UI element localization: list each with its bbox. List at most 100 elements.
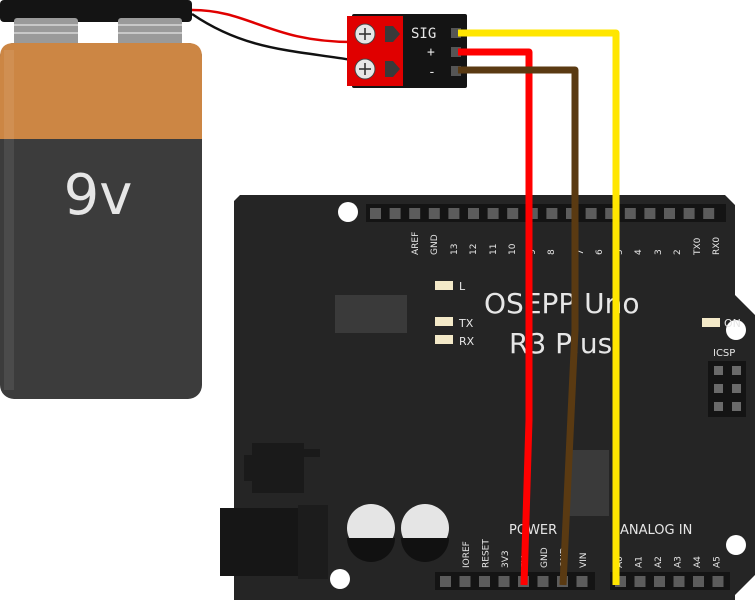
icsp-pin	[714, 384, 723, 393]
analog-socket	[634, 576, 646, 587]
power-socket	[498, 576, 510, 587]
power-header-label: POWER	[509, 523, 557, 538]
power-socket	[459, 576, 471, 587]
signal-wire	[458, 29, 620, 585]
analog-socket	[654, 576, 665, 587]
analog-header	[610, 572, 730, 590]
mount-hole-top-left	[338, 202, 358, 222]
led-on-label: ON	[724, 317, 741, 330]
power-pin-label: 3V3	[501, 550, 511, 568]
battery-9v: 9v	[0, 0, 202, 399]
minus-label: -	[428, 65, 436, 80]
battery-negative-lead	[191, 12, 353, 62]
pin-plus	[451, 47, 461, 57]
digital-header-sockets	[370, 208, 715, 219]
power-pin-label: RESET	[482, 539, 492, 568]
digital-socket	[370, 208, 381, 219]
digital-socket	[644, 208, 656, 219]
digital-socket	[546, 208, 558, 219]
digital-pin-label: 4	[634, 249, 644, 255]
power-pin-label: IOREF	[462, 541, 472, 568]
battery-positive-lead	[191, 8, 353, 44]
mount-hole-right-top	[726, 320, 746, 340]
digital-pin-label: 5	[615, 249, 625, 255]
ground-wire	[458, 66, 579, 586]
icsp-pin	[714, 402, 723, 411]
digital-pin-label: 13	[450, 244, 460, 255]
digital-pin-label: 10	[508, 243, 518, 255]
icsp-pin	[714, 366, 723, 375]
power-regulator	[252, 443, 304, 493]
digital-pin-label: 11	[489, 244, 499, 255]
analog-socket	[693, 576, 704, 587]
digital-pin-label: 2	[673, 249, 683, 255]
power-socket	[479, 576, 490, 587]
sensor-module: SIG + -	[347, 14, 467, 88]
pin-minus	[451, 66, 461, 76]
analog-socket	[615, 576, 626, 587]
digital-pin-label: 3	[654, 249, 664, 255]
mount-hole-bottom-left	[330, 569, 350, 589]
digital-pin-label: RX0	[712, 237, 722, 255]
analog-socket	[673, 576, 685, 587]
board-name-line2: R3 Plus	[509, 327, 612, 360]
analog-pin-label: A1	[635, 556, 645, 568]
icsp-label: ICSP	[713, 348, 735, 359]
digital-socket	[448, 208, 460, 219]
analog-pin-label: A3	[674, 556, 684, 568]
digital-socket	[409, 208, 421, 219]
digital-socket	[585, 208, 597, 219]
digital-socket	[507, 208, 519, 219]
screw-terminal-bottom	[354, 58, 400, 80]
pin-sig	[451, 28, 461, 38]
icsp-pin	[732, 366, 741, 375]
digital-socket	[624, 208, 636, 219]
battery-top-band	[0, 43, 202, 139]
digital-pin-label: 12	[469, 244, 479, 255]
led-l-label: L	[459, 280, 466, 293]
power-socket	[440, 576, 451, 587]
plus-label: +	[427, 45, 435, 60]
icsp-pin	[732, 384, 741, 393]
digital-socket	[389, 208, 401, 219]
digital-pin-label: 6	[595, 249, 605, 255]
battery-label: 9v	[64, 163, 133, 228]
digital-socket	[468, 208, 479, 219]
analog-pin-label: A0	[615, 556, 625, 568]
analog-pin-label: A4	[693, 556, 703, 568]
battery-snap-connector	[0, 0, 192, 22]
analog-header-label: ANALOG IN	[620, 523, 692, 538]
sig-label: SIG	[411, 26, 436, 42]
led-rx	[435, 335, 453, 344]
digital-socket	[683, 208, 695, 219]
led-l	[435, 281, 453, 290]
digital-socket	[487, 208, 499, 219]
power-pin-label: GND	[540, 547, 550, 568]
digital-socket	[428, 208, 440, 219]
screw-terminal-top	[354, 23, 400, 45]
power-socket	[537, 576, 549, 587]
power-pin-label: VIN	[579, 552, 589, 568]
digital-socket	[664, 208, 675, 219]
power-wire	[458, 48, 533, 586]
analog-pin-label: A2	[654, 556, 664, 568]
digital-pin-label: 7	[576, 249, 586, 255]
digital-pin-label: TX0	[693, 237, 703, 256]
mount-hole-right-bottom	[726, 535, 746, 555]
screw-terminal-block	[347, 16, 403, 86]
icsp-pins	[714, 366, 741, 411]
digital-pin-label: AREF	[411, 232, 421, 255]
led-on	[702, 318, 720, 327]
led-tx-label: TX	[458, 317, 474, 330]
digital-socket	[605, 208, 617, 219]
icsp-pin	[732, 402, 741, 411]
digital-socket	[703, 208, 715, 219]
power-socket	[576, 576, 588, 587]
voltage-regulator	[567, 450, 609, 516]
analog-socket	[712, 576, 724, 587]
capacitor-left	[347, 504, 395, 562]
